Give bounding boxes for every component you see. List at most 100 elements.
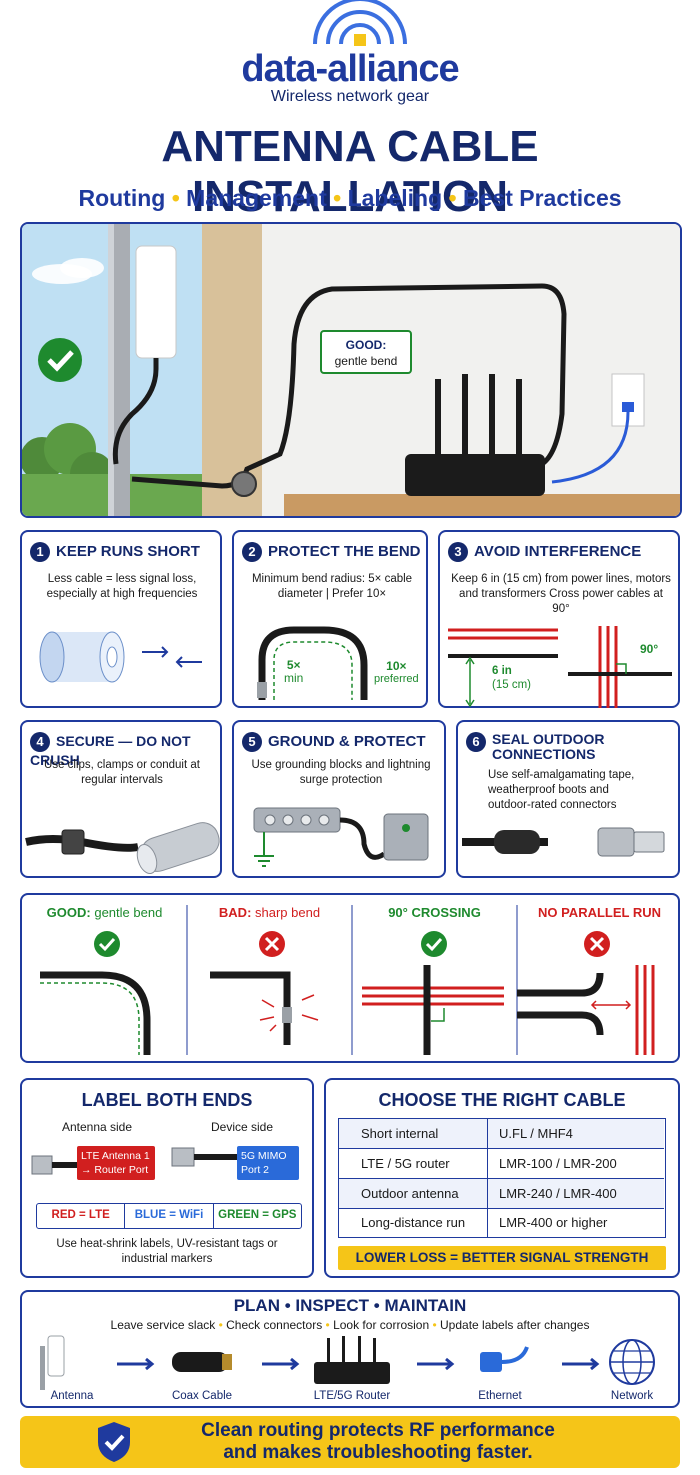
table-row: Long-distance run LMR-400 or higher: [339, 1209, 664, 1237]
tip-item: Update labels after changes: [440, 1318, 590, 1332]
table-cell: Short internal: [361, 1126, 439, 1141]
table-cell: LMR-240 / LMR-400: [499, 1186, 617, 1201]
card-text: Use self-amalgamating tape, weatherproof…: [488, 769, 635, 811]
interference-diagram: [448, 626, 672, 708]
table-cell: LMR-100 / LMR-200: [499, 1156, 617, 1171]
table-cell: LMR-400 or higher: [499, 1215, 608, 1230]
hero-callout: GOOD: gentle bend: [320, 330, 412, 374]
lte-tag-line1: LTE Antenna 1: [81, 1150, 150, 1162]
legend-green: GREEN = GPS: [218, 1209, 297, 1221]
card-number: 2: [242, 542, 262, 562]
subtitle-item: Management: [186, 185, 327, 211]
brand-tagline: Wireless network gear: [270, 88, 430, 105]
legend-red: RED = LTE: [37, 1204, 126, 1228]
step-coax-cable: Coax Cable: [171, 1390, 233, 1402]
card-title: AVOID INTERFERENCE: [474, 543, 642, 560]
bend-label-preferred: 10× preferred: [374, 660, 419, 686]
table-cell: LTE / 5G router: [361, 1156, 450, 1171]
distance-metric: (15 cm): [492, 679, 531, 691]
footer-banner: Clean routing protects RF performance an…: [20, 1416, 680, 1468]
bend-label-min: 5× min: [284, 659, 303, 685]
device-side-label: Device side: [210, 1120, 274, 1134]
cable-table: Short internal U.FL / MHF4 LTE / 5G rout…: [338, 1118, 666, 1238]
bend-pref-value: 10×: [386, 659, 407, 673]
card-text: Use grounding blocks and lightning surge…: [251, 759, 431, 786]
brand-name: data-alliance: [241, 48, 459, 90]
subtitle-item: Best Practices: [463, 185, 622, 211]
ethernet-icon: [480, 1346, 529, 1372]
5g-cable-tag: 5G MIMO Port 2: [237, 1146, 299, 1180]
grounding-block-icon: [253, 807, 429, 867]
card-text: Minimum bend radius: 5× cable diameter |…: [251, 573, 413, 600]
card-number: 3: [448, 542, 468, 562]
table-row: LTE / 5G router LMR-100 / LMR-200: [339, 1149, 664, 1179]
card-title: PROTECT THE BEND: [268, 543, 421, 560]
tip-item: Check connectors: [226, 1318, 323, 1332]
section-title: PLAN • INSPECT • MAINTAIN: [233, 1296, 467, 1315]
x-icon: [584, 931, 610, 957]
bend-min-value: 5×: [286, 658, 301, 672]
footer-line1: Clean routing protects RF performance: [201, 1420, 555, 1441]
card-text: Less cable = less signal loss, especiall…: [46, 573, 198, 600]
card-title: SEAL OUTDOOR CONNECTIONS: [492, 731, 605, 762]
card-text: Use clips, clamps or conduit at regular …: [44, 759, 200, 786]
card-text: Keep 6 in (15 cm) from power lines, moto…: [451, 573, 671, 615]
table-cell: U.FL / MHF4: [499, 1126, 573, 1141]
card-ground-protect: 5 GROUND & PROTECT Use grounding blocks a…: [232, 720, 446, 878]
5g-tag-line2: Port 2: [241, 1164, 270, 1176]
comparison-bad-title: BAD: sharp bend: [218, 905, 321, 920]
page-subtitle: Routing • Management • Labeling • Best P…: [78, 185, 622, 211]
card-number: 5: [242, 732, 262, 752]
table-row: Short internal U.FL / MHF4: [339, 1119, 664, 1149]
antenna-icon: [40, 1335, 65, 1390]
step-ethernet: Ethernet: [478, 1390, 522, 1402]
card-title: GROUND & PROTECT: [268, 733, 426, 750]
bend-pref-text: preferred: [374, 673, 419, 685]
card-title: SECURE — DO NOT CRUSH: [30, 733, 191, 768]
check-icon: [94, 931, 120, 957]
5g-tag-line1: 5G MIMO: [241, 1150, 287, 1162]
router-icon: [314, 1336, 390, 1384]
hero-callout-title: GOOD:: [345, 338, 387, 352]
check-icon: [421, 931, 447, 957]
card-number: 4: [30, 732, 50, 752]
color-legend: RED = LTE BLUE = WiFi GREEN = GPS: [36, 1203, 302, 1229]
cable-banner: LOWER LOSS = BETTER SIGNAL STRENGTH: [338, 1246, 666, 1270]
lte-tag-line2: → Router Port A: [81, 1164, 149, 1190]
distance-value: 6 in: [492, 665, 512, 677]
network-globe-icon: [609, 1339, 655, 1385]
card-title: KEEP RUNS SHORT: [56, 543, 200, 560]
label-connectors: [31, 1147, 237, 1175]
plan-panel: PLAN • INSPECT • MAINTAIN Leave service …: [20, 1290, 680, 1408]
lte-cable-tag: LTE Antenna 1 → Router Port A: [77, 1146, 155, 1190]
interference-distance-label: 6 in (15 cm): [492, 664, 531, 692]
cable-clip-conduit-icon: [25, 822, 220, 875]
label-both-ends-panel: LABEL BOTH ENDS Antenna side Device side…: [20, 1078, 314, 1278]
card-avoid-interference: 3 AVOID INTERFERENCE Keep 6 in (15 cm) fr…: [438, 530, 680, 708]
footer-text: Clean routing protects RF performance an…: [138, 1420, 618, 1464]
cable-spool-icon: [39, 631, 202, 683]
antenna-side-label: Antenna side: [61, 1120, 133, 1134]
comparison-crossing-title: 90° CROSSING: [388, 905, 481, 920]
brand-wifi-icon: [313, 0, 407, 46]
step-network: Network: [610, 1390, 654, 1402]
bend-radius-diagram: [257, 626, 368, 700]
comparison-dividers: [186, 905, 518, 1055]
comparison-good-title: GOOD: gentle bend: [46, 905, 163, 920]
card-protect-the-bend: 2 PROTECT THE BEND Minimum bend radius: 5…: [232, 530, 428, 708]
step-router: LTE/5G Router: [313, 1390, 391, 1402]
table-cell: Long-distance run: [361, 1215, 466, 1230]
page-title: ANTENNA CABLE INSTALLATION: [161, 122, 539, 221]
tip-item: Leave service slack: [110, 1318, 216, 1332]
plan-tips: Leave service slack • Check connectors •…: [110, 1318, 590, 1332]
card-number: 6: [466, 732, 486, 752]
bend-min-text: min: [284, 671, 304, 685]
bend-comparison-panel: GOOD: gentle bend BAD: sharp bend 90° CR…: [20, 893, 680, 1063]
section-title: CHOOSE THE RIGHT CABLE: [378, 1090, 626, 1110]
label-note: Use heat-shrink labels, UV-resistant tag…: [56, 1238, 278, 1265]
x-icon: [259, 931, 285, 957]
choose-cable-panel: CHOOSE THE RIGHT CABLE Short internal U.…: [324, 1078, 680, 1278]
coax-cable-icon: [172, 1352, 232, 1372]
